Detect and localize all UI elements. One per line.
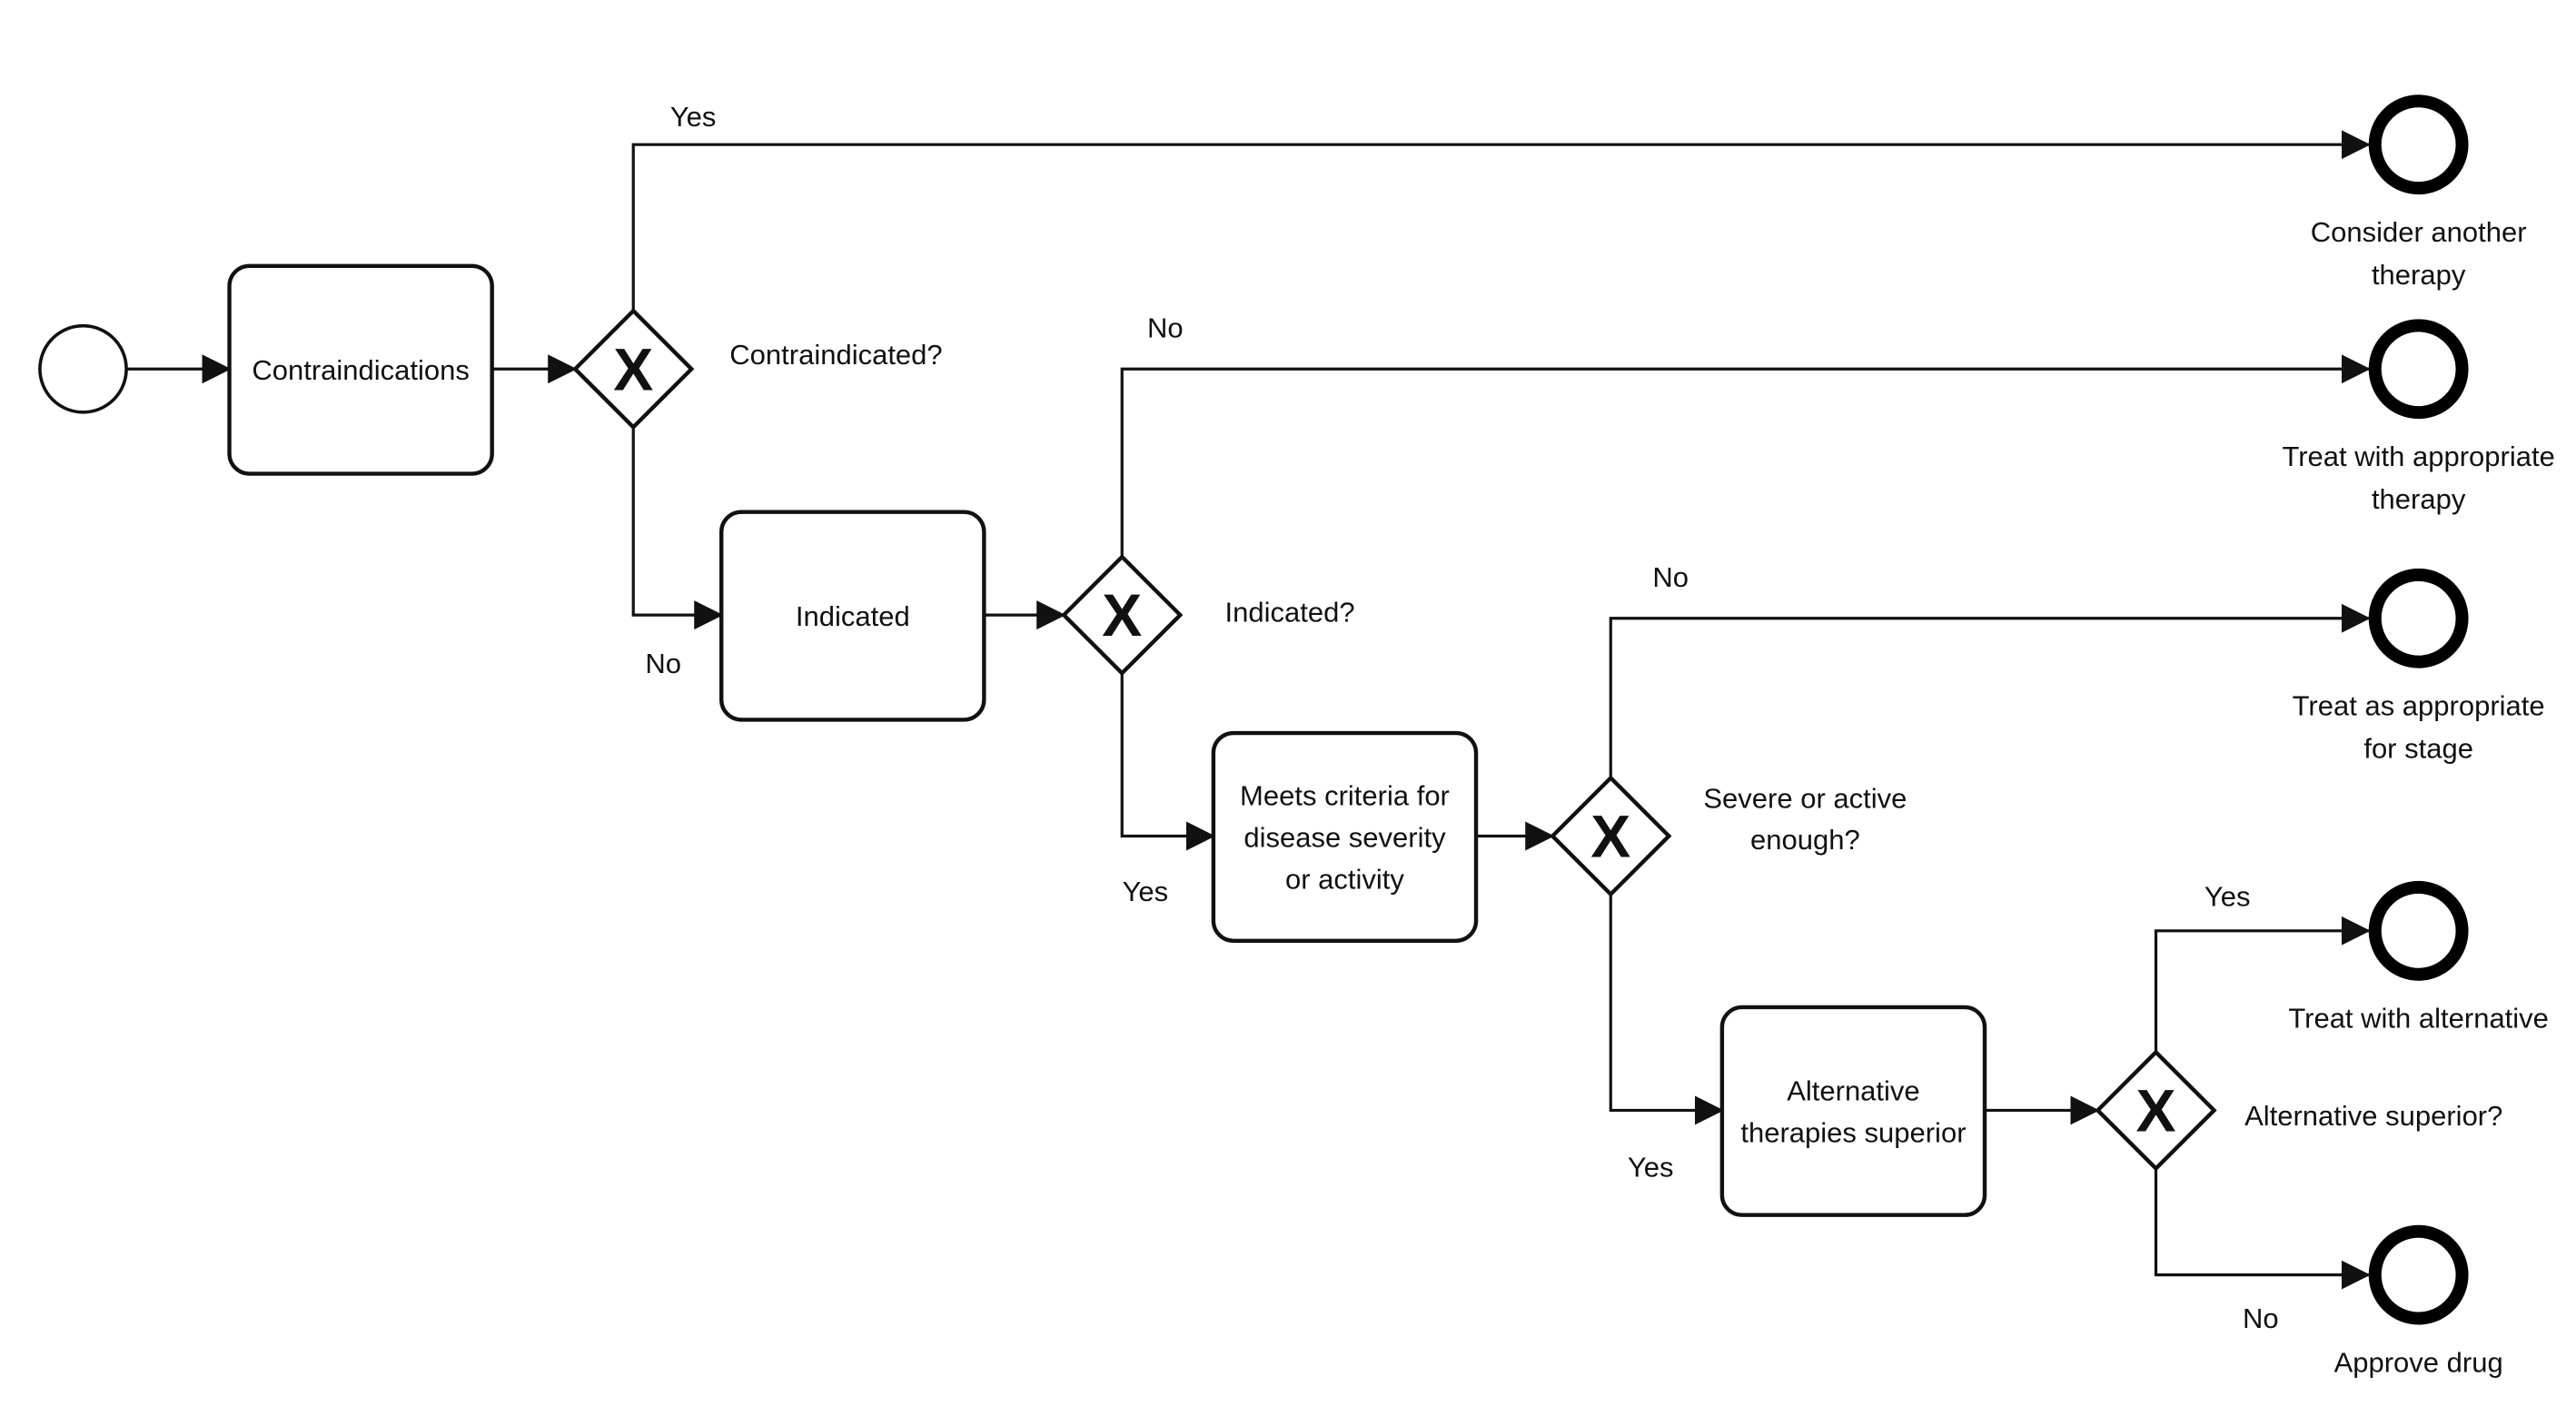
task-indicated[interactable]: Indicated — [719, 510, 986, 722]
end-event-circle[interactable] — [2368, 880, 2469, 981]
flow-condition-label: Yes — [1628, 1152, 1674, 1183]
end-event-label: Consider another — [2311, 216, 2527, 248]
end-event-label: Treat with alternative — [2288, 1003, 2549, 1035]
end-event[interactable]: Treat as appropriate for stage — [2293, 568, 2545, 765]
sequence-flows — [126, 130, 2371, 1290]
exclusive-x-icon: X — [1102, 581, 1142, 649]
gateway-question-label: Contraindicated? — [729, 339, 942, 371]
task-box[interactable] — [227, 263, 494, 476]
flow-condition-label: No — [1147, 312, 1184, 344]
exclusive-x-icon: X — [2135, 1076, 2175, 1144]
task-contraindications[interactable]: Contraindications — [227, 263, 494, 476]
end-event-circle[interactable] — [2368, 94, 2469, 195]
exclusive-gateway[interactable]: X — [1061, 553, 1184, 677]
flow-condition-label: Yes — [1123, 876, 1169, 907]
end-event-label: therapy — [2372, 483, 2466, 515]
end-event-label: Approve drug — [2334, 1347, 2503, 1379]
gateway-diamond[interactable] — [1550, 775, 1672, 897]
task-alternative-therapies-superior[interactable]: Alternative therapies superior — [1719, 1005, 1987, 1217]
flow-condition-label: No — [2243, 1302, 2279, 1334]
task-box[interactable] — [719, 510, 986, 722]
task-label: Contraindications — [252, 354, 470, 386]
flow-condition-label: Yes — [2204, 880, 2251, 912]
gateway-question-label: enough? — [1750, 824, 1860, 856]
sequence-flow-g3-to-t4[interactable] — [1609, 894, 1724, 1125]
end-event[interactable]: Consider another therapy — [2311, 94, 2527, 291]
sequence-flow-g1-to-e1[interactable] — [631, 130, 2371, 312]
end-event-label: Treat as appropriate — [2293, 690, 2545, 722]
task-meets-criteria-for-disease-severity-or-activity[interactable]: Meets criteria for disease severity or act… — [1211, 730, 1479, 943]
gateway-diamond[interactable] — [2095, 1049, 2217, 1172]
sequence-flow-g4-to-e4[interactable] — [2154, 916, 2371, 1053]
gateway-diamond[interactable] — [1061, 553, 1184, 677]
gateway-question-label: Alternative superior? — [2244, 1100, 2502, 1132]
end-event-label: for stage — [2363, 733, 2473, 765]
flow-condition-label: No — [1652, 561, 1689, 593]
task-label: therapies superior — [1740, 1116, 1966, 1148]
end-event-circle[interactable] — [2368, 568, 2469, 668]
exclusive-x-icon: X — [1590, 802, 1630, 869]
exclusive-gateway[interactable]: X — [572, 308, 695, 431]
end-event-circle[interactable] — [2368, 1224, 2469, 1325]
exclusive-gateway[interactable]: X — [2095, 1049, 2217, 1172]
start-event[interactable] — [38, 323, 128, 414]
task-box[interactable] — [1211, 730, 1479, 943]
flow-condition-label: Yes — [670, 101, 717, 133]
flow-labels: Contraindicated? Indicated? Severe or acti… — [645, 101, 2502, 1334]
end-event[interactable]: Treat with appropriate therapy — [2282, 319, 2555, 515]
end-event-circle[interactable] — [2368, 319, 2469, 420]
end-event-label: Treat with appropriate — [2282, 441, 2554, 472]
sequence-flow-g4-to-e5[interactable] — [2154, 1168, 2371, 1290]
sequence-flow-g3-to-e3[interactable] — [1609, 603, 2371, 778]
gateway-question-label: Indicated? — [1225, 596, 1355, 628]
task-label: Indicated — [796, 600, 910, 632]
end-event-label: therapy — [2372, 259, 2466, 291]
sequence-flow-g2-to-e2[interactable] — [1120, 354, 2371, 558]
task-box[interactable] — [1719, 1005, 1987, 1217]
task-label: disease severity — [1243, 821, 1446, 853]
task-label: Meets criteria for — [1240, 779, 1450, 811]
gateway-diamond[interactable] — [572, 308, 695, 431]
sequence-flow-g1-to-t2[interactable] — [631, 427, 724, 630]
end-event[interactable]: Treat with alternative — [2288, 880, 2549, 1035]
exclusive-gateway[interactable]: X — [1550, 775, 1672, 897]
flow-condition-label: No — [645, 648, 681, 679]
task-label: or activity — [1285, 863, 1404, 895]
sequence-flow-g2-to-t3[interactable] — [1120, 673, 1215, 851]
gateway-question-label: Severe or active — [1703, 782, 1907, 814]
task-label: Alternative — [1787, 1074, 1919, 1106]
end-event[interactable]: Approve drug — [2334, 1224, 2503, 1379]
exclusive-x-icon: X — [613, 335, 653, 402]
